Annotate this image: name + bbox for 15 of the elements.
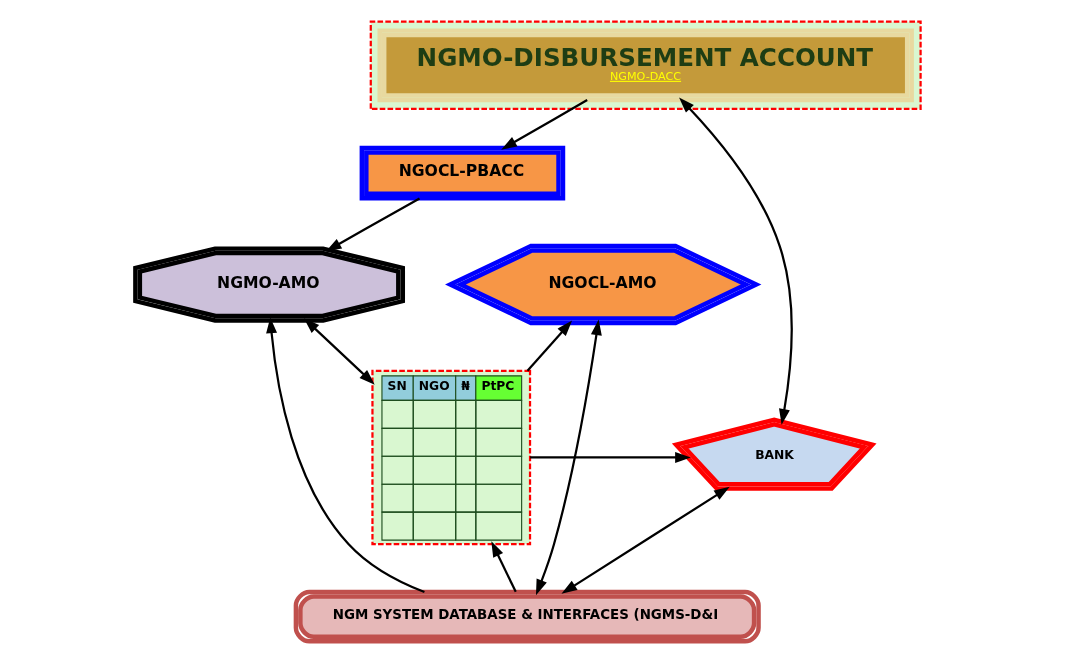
arrow (325, 197, 421, 252)
arrow (303, 318, 375, 385)
arrow (535, 319, 602, 596)
arrow (266, 317, 425, 594)
node-box: NGOCL-PBACC (359, 145, 566, 201)
arrow (526, 320, 573, 372)
node-box: NGM SYSTEM DATABASE & INTERFACES (NGMS-D&I (293, 589, 761, 644)
arrow (561, 486, 730, 594)
arrow (679, 97, 793, 425)
arrow (491, 541, 517, 593)
arrow (501, 99, 588, 150)
cluster (369, 20, 922, 110)
node-box: NGMO-DISBURSEMENT ACCOUNT NGMO-DACC (377, 28, 914, 103)
node-box: SN NGO ₦ PtPC (371, 369, 532, 546)
arrow (530, 451, 691, 463)
